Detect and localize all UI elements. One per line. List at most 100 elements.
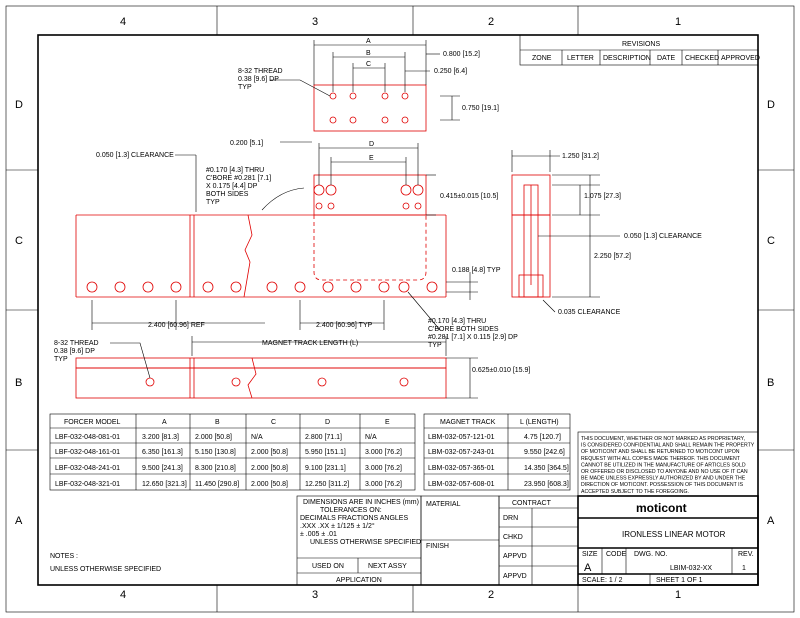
forcer-table-cell: 2.000 [50.8] [195, 434, 232, 441]
zone-label-left: C [15, 235, 23, 247]
dim-2400-ref: 2.400 [60.96] REF [148, 322, 205, 329]
forcer-table-header: D [325, 419, 330, 426]
zone-label-top: 2 [488, 16, 494, 28]
sign-row: APPVD [503, 553, 527, 560]
forcer-table-cell: 5.950 [151.1] [305, 449, 346, 456]
company-logo: moticont [636, 501, 687, 515]
rev-label: REV. [738, 551, 754, 558]
side-view-dimension-lines [91, 141, 478, 331]
size-label: SIZE [582, 551, 598, 558]
forcer-side-view [75, 174, 447, 298]
dim-0415: 0.415±0.015 [10.5] [440, 193, 498, 200]
track-table [423, 413, 571, 491]
zone-label-top: 1 [675, 16, 681, 28]
forcer-table-cell: 5.150 [130.8] [195, 449, 236, 456]
tol-line: .XXX .XX ± 1/125 ± 1/2° [300, 522, 375, 530]
dim-track-length: MAGNET TRACK LENGTH (L) [262, 340, 358, 347]
dim-0050: 0.050 [1.3] CLEARANCE [96, 152, 174, 159]
forcer-table-cell: 2.000 [50.8] [251, 465, 288, 472]
note-thread-top: 8-32 THREAD [238, 68, 283, 75]
rev-value: 1 [742, 565, 746, 572]
application: APPLICATION [336, 577, 382, 584]
track-holes [86, 281, 438, 293]
forcer-table-cell: LBF-032-048-081-01 [55, 434, 120, 441]
dim-0800: 0.800 [15.2] [443, 51, 480, 58]
revisions-header: DESCRIPTION [603, 55, 651, 62]
zone-label-bottom: 2 [488, 589, 494, 601]
proprietary-line: IS CONSIDERED CONFIDENTIAL AND SHALL REM… [581, 443, 755, 449]
forcer-table-cell: 3.000 [76.2] [365, 481, 402, 488]
dim-b: B [366, 50, 371, 57]
code-label: CODE [606, 551, 627, 558]
revisions-header: CHECKED [685, 55, 719, 62]
dim-1250: 1.250 [31.2] [562, 153, 599, 160]
forcer-table-header: FORCER MODEL [64, 419, 121, 426]
notes-title: NOTES : [50, 553, 78, 560]
finish-label: FINISH [426, 543, 449, 550]
forcer-table-cell: 2.000 [50.8] [251, 449, 288, 456]
tolerance-block [296, 495, 579, 586]
proprietary-line: BE MADE UNLESS EXPRESSLY AUTHORIZED BY A… [581, 476, 746, 482]
tol-line: DECIMALS FRACTIONS ANGLES [300, 515, 408, 522]
forcer-table-cell: 9.500 [241.3] [142, 465, 183, 472]
forcer-table-cell: 12.250 [311.2] [305, 481, 349, 488]
track-table-cell: 14.350 [364.5] [524, 465, 569, 472]
dim-0050b: 0.050 [1.3] CLEARANCE [624, 233, 702, 240]
tol-line: DIMENSIONS ARE IN INCHES (mm) [303, 499, 419, 506]
zone-label-right: B [767, 377, 774, 389]
zone-label-left: A [15, 515, 23, 527]
forcer-table-cell: 2.000 [50.8] [251, 481, 288, 488]
zone-label-bottom: 4 [120, 589, 126, 601]
note-cbore2: C'BORE BOTH SIDES [428, 326, 499, 333]
track-table-cell: LBM-032-057-365-01 [428, 465, 495, 472]
forcer-table-cell: 12.650 [321.3] [142, 481, 187, 488]
forcer-table-cell: 3.000 [76.2] [365, 449, 402, 456]
note-cbore: X 0.175 [4.4] DP [206, 183, 258, 190]
proprietary-line: DIRECTION OF MOTICONT. POSSESSION OF THI… [581, 482, 744, 488]
note-thread-b: TYP [54, 356, 68, 363]
zone-ticks [6, 6, 794, 612]
track-table-cell: LBM-032-057-121-01 [428, 434, 495, 441]
dim-2250: 2.250 [57.2] [594, 253, 631, 260]
note-thread-top: 0.38 [9.6] DP [238, 76, 279, 83]
sign-row: CHKD [503, 534, 523, 541]
proprietary-line: OF MOTICONT AND SHALL BE RETURNED TO MOT… [581, 449, 740, 455]
outer-border [5, 5, 795, 613]
forcer-table-header: A [162, 419, 167, 426]
revisions-header: LETTER [567, 55, 594, 62]
dim-0750: 0.750 [19.1] [462, 105, 499, 112]
used-on: USED ON [312, 563, 344, 570]
dim-0625: 0.625±0.010 [15.9] [472, 367, 530, 374]
next-assy: NEXT ASSY [368, 563, 407, 570]
part-title: IRONLESS LINEAR MOTOR [622, 530, 726, 539]
proprietary-line: REQUEST WITH ALL COPIES MADE THEREOF. TH… [581, 456, 741, 462]
forcer-top-holes [329, 92, 409, 124]
revisions-header: ZONE [532, 55, 552, 62]
track-table-header: L (LENGTH) [520, 419, 559, 426]
forcer-table-cell: LBF-032-048-161-01 [55, 449, 120, 456]
track-length-dim [191, 336, 447, 356]
tol-line: UNLESS OTHERWISE SPECIFIED [310, 539, 421, 546]
dim-2400-typ: 2.400 [60.96] TYP [316, 322, 373, 329]
proprietary-line: CANNOT BE UTILIZED IN THE MANUFACTURE OF… [581, 462, 746, 468]
zone-label-left: D [15, 99, 23, 111]
dim-d: D [369, 141, 374, 148]
track-table-header: MAGNET TRACK [440, 419, 496, 426]
forcer-side-holes [313, 184, 424, 210]
forcer-top-view [313, 84, 427, 132]
proprietary-line: THIS DOCUMENT, WHETHER OR NOT MARKED AS … [581, 436, 745, 442]
dim-1075: 1.075 [27.3] [584, 193, 621, 200]
dwg-label: DWG. NO. [634, 551, 667, 558]
forcer-table [49, 413, 416, 491]
proprietary-line: OR OFFERED OR DISCLOSED TO ANYONE AND NO… [581, 469, 748, 475]
dim-c: C [366, 61, 371, 68]
sheet: SHEET 1 OF 1 [656, 577, 703, 584]
tol-line: TOLERANCES ON: [320, 507, 382, 514]
note-cbore2: #0.170 [4.3] THRU [428, 318, 486, 325]
sign-row: DRN [503, 515, 518, 522]
dim-e: E [369, 155, 374, 162]
zone-label-left: B [15, 377, 22, 389]
title-block [577, 495, 759, 586]
forcer-table-cell: 11.450 [290.8] [195, 481, 239, 488]
contract-label: CONTRACT [512, 500, 552, 507]
